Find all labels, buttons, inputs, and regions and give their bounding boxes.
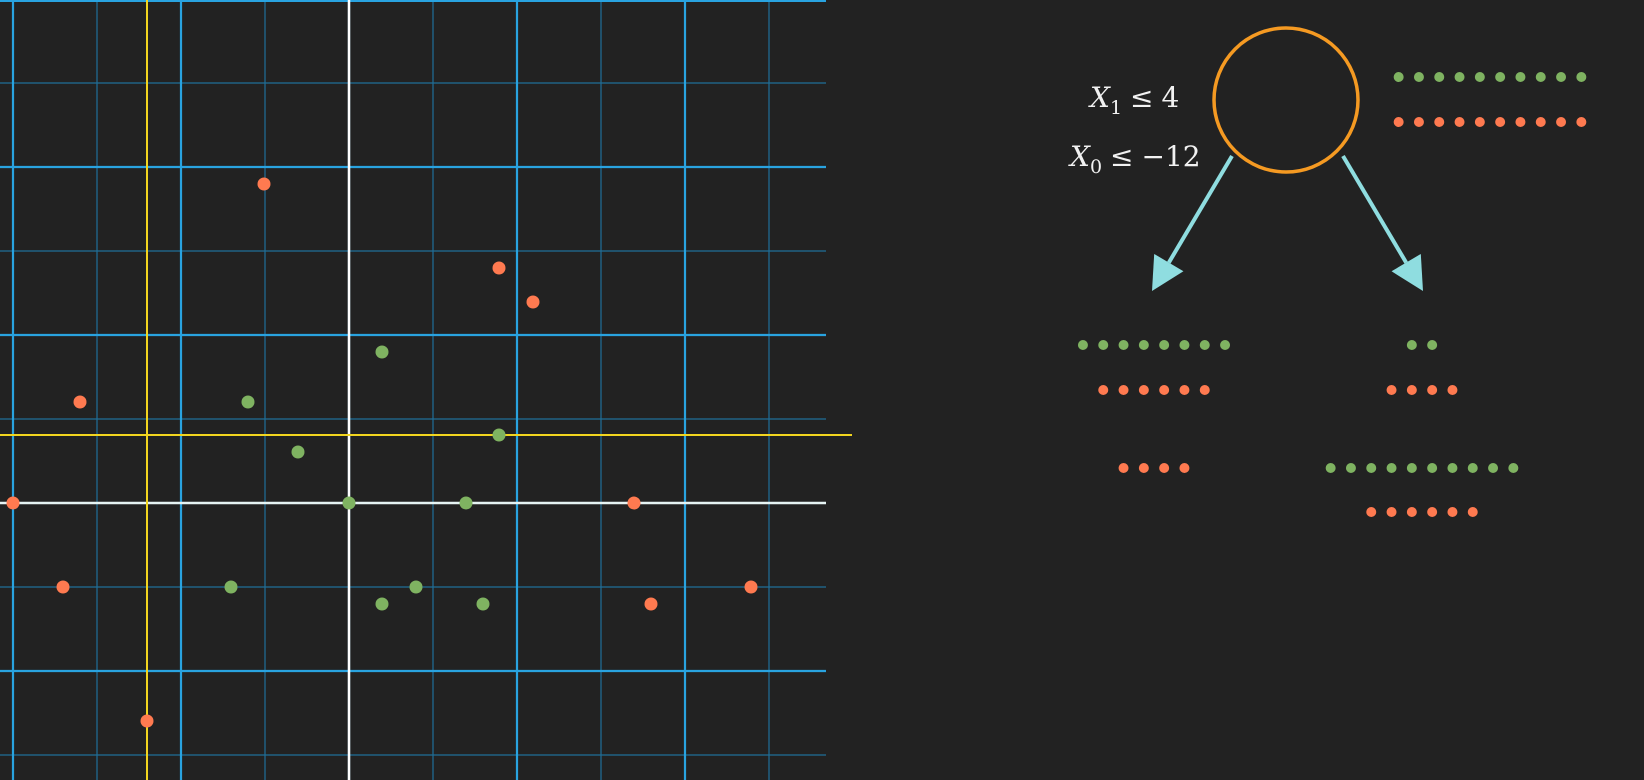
left-split-orange-dot [1138,463,1149,473]
right-split-green-dot [1325,463,1336,473]
root-node [1212,26,1360,174]
right-green-dot [1406,340,1417,350]
right-split-green-dot [1406,463,1417,473]
scatter-point-green [375,597,389,611]
scatter-point-orange [56,580,70,594]
left-green-dot [1077,340,1088,350]
right-orange-dot [1406,385,1417,395]
left-split-orange-dot [1179,463,1190,473]
right-split-green-dot [1366,463,1377,473]
right-orange-dot [1386,385,1397,395]
scatter-point-green [476,597,490,611]
right-split-green-dot [1447,463,1458,473]
scatter-point-green [241,395,255,409]
scatter-point-orange [257,177,271,191]
root-green-dot [1413,72,1424,82]
root-green-dot [1576,72,1587,82]
scatter-point-green [375,345,389,359]
left-orange-dot [1159,385,1170,395]
scatter-point-orange [627,496,641,510]
right-split-green-dot [1427,463,1438,473]
scatter-point-green [291,445,305,459]
right-split-green-dot [1467,463,1478,473]
split-lines [0,0,852,780]
left-branch-arrow-shaft [1167,154,1234,264]
class-count-dots [1077,72,1587,517]
scatter-point-green [409,580,423,594]
scatter-point-green [459,496,473,510]
right-split-orange-dot [1467,507,1478,517]
right-split-orange-dot [1406,507,1417,517]
right-branch-arrow-shaft [1341,154,1408,264]
root-orange-dot [1535,117,1546,127]
root-green-dot [1434,72,1445,82]
left-split-orange-dot [1118,463,1129,473]
left-green-dot [1098,340,1109,350]
right-split-orange-dot [1427,507,1438,517]
scatter-points [6,177,758,728]
right-split-green-dot [1508,463,1519,473]
scatter-point-orange [492,261,506,275]
root-orange-dot [1474,117,1485,127]
left-orange-dot [1199,385,1210,395]
scatter-point-green [492,428,506,442]
right-orange-dot [1427,385,1438,395]
root-green-dot [1495,72,1506,82]
scatter-point-orange [526,295,540,309]
root-orange-dot [1495,117,1506,127]
left-green-dot [1179,340,1190,350]
scatter-point-orange [644,597,658,611]
right-split-orange-dot [1386,507,1397,517]
scatter-point-orange [6,496,20,510]
right-split-orange-dot [1366,507,1377,517]
left-orange-dot [1098,385,1109,395]
left-green-dot [1138,340,1149,350]
right-split-green-dot [1345,463,1356,473]
right-green-dot [1427,340,1438,350]
root-green-dot [1474,72,1485,82]
left-split-orange-dot [1159,463,1170,473]
root-green-dot [1515,72,1526,82]
right-split-green-dot [1488,463,1499,473]
root-orange-dot [1576,117,1587,127]
split-condition: X1≤4 [1088,81,1179,119]
right-split-green-dot [1386,463,1397,473]
root-orange-dot [1556,117,1567,127]
right-orange-dot [1447,385,1458,395]
split-conditions: X1≤4X0≤−12 [1068,81,1201,178]
root-green-dot [1535,72,1546,82]
split-condition: X0≤−12 [1068,140,1201,178]
decision-tree: X1≤4X0≤−12 [1068,26,1587,517]
scatter-point-green [224,580,238,594]
left-orange-dot [1138,385,1149,395]
root-orange-dot [1413,117,1424,127]
left-orange-dot [1118,385,1129,395]
root-green-dot [1454,72,1465,82]
left-branch-arrow-head [1152,253,1184,291]
root-orange-dot [1393,117,1404,127]
scatter-point-orange [140,714,154,728]
scatter-point-green [342,496,356,510]
scatter-point-orange [73,395,87,409]
right-branch-arrow-head [1391,253,1423,291]
left-green-dot [1199,340,1210,350]
root-orange-dot [1515,117,1526,127]
root-green-dot [1556,72,1567,82]
branch-arrows [1152,154,1423,291]
left-green-dot [1118,340,1129,350]
left-green-dot [1220,340,1231,350]
left-green-dot [1159,340,1170,350]
root-orange-dot [1434,117,1445,127]
feature-space-plot [0,0,852,780]
left-orange-dot [1179,385,1190,395]
right-split-orange-dot [1447,507,1458,517]
root-green-dot [1393,72,1404,82]
root-orange-dot [1454,117,1465,127]
scatter-point-orange [744,580,758,594]
